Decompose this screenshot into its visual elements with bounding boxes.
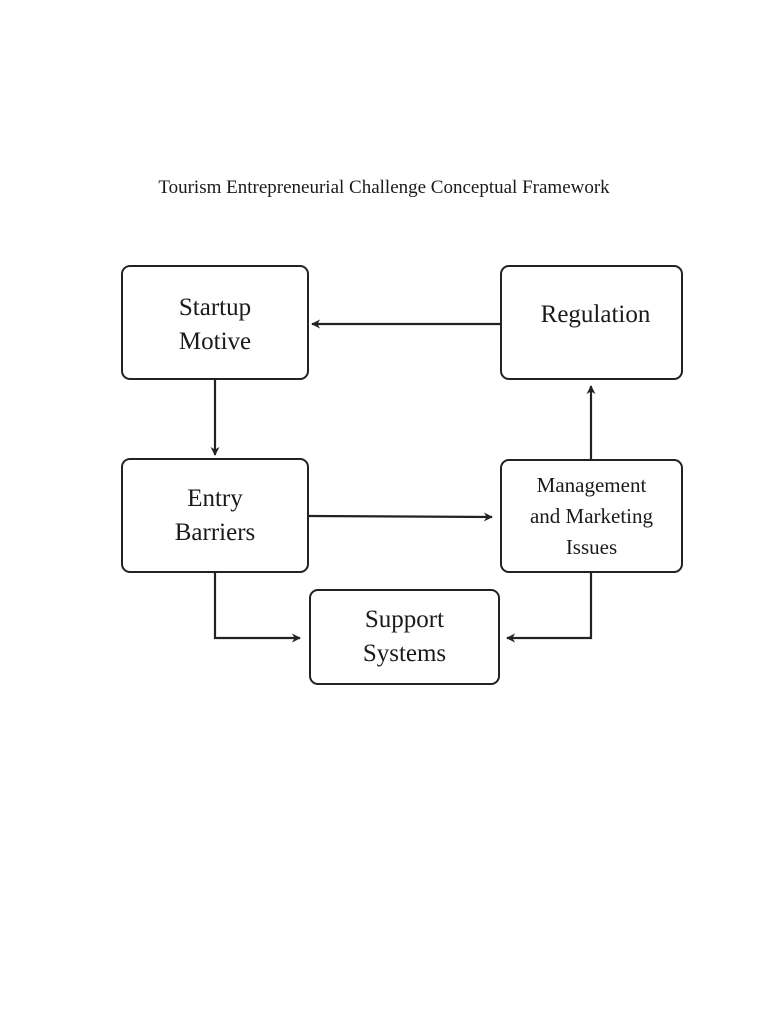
arrow-entry-to-management [308, 512, 493, 522]
arrow-management-to-support [506, 573, 593, 643]
arrow-entry-to-support [213, 573, 301, 643]
diagram-title: Tourism Entrepreneurial Challenge Concep… [158, 177, 610, 198]
node-regulation-label: Regulation [540, 300, 651, 328]
node-regulation: Regulation [500, 265, 683, 380]
